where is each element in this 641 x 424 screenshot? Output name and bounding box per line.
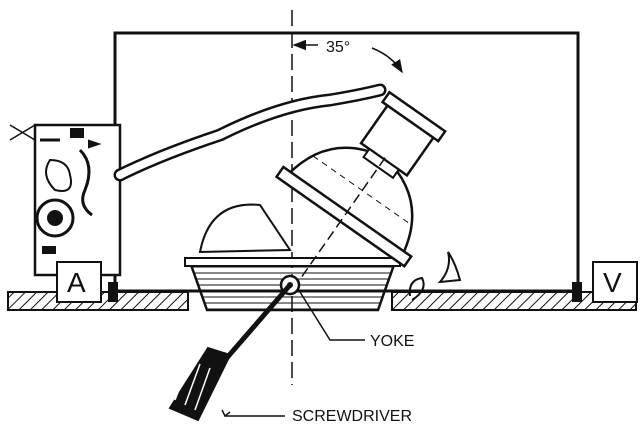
mounting-brackets (108, 282, 582, 302)
junction-box (9, 123, 122, 277)
angle-arc (371, 47, 403, 74)
screwdriver-callout: SCREWDRIVER (221, 408, 412, 424)
screwdriver-shaft (223, 283, 292, 362)
left-marker: A (56, 261, 102, 303)
right-marker-letter: V (603, 267, 622, 298)
left-marker-letter: A (67, 267, 86, 298)
yoke-label: YOKE (370, 333, 414, 350)
screwdriver-label: SCREWDRIVER (292, 408, 412, 424)
right-clip (408, 251, 462, 301)
yoke-callout: YOKE (299, 291, 414, 350)
knockout-icon (35, 198, 75, 238)
screwdriver-handle (168, 346, 232, 422)
screwdriver (168, 283, 292, 422)
angle-indicator: 35° (292, 39, 403, 74)
right-marker: V (592, 261, 638, 303)
lamp-assembly (274, 90, 447, 290)
reflector-dome (198, 203, 292, 254)
angle-label: 35° (326, 39, 350, 56)
